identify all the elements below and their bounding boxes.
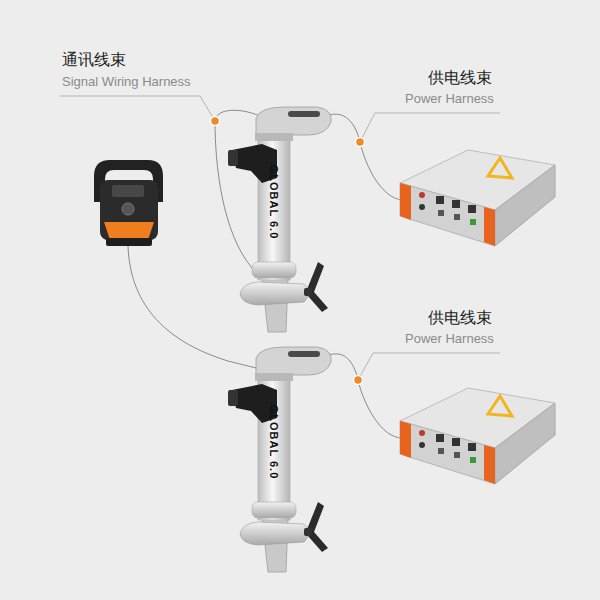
signal-wire	[215, 110, 260, 268]
power-wire	[322, 114, 402, 200]
outboard-motor	[228, 347, 331, 572]
model-name: GLOBAL 6.0	[268, 405, 280, 480]
leader-line	[60, 96, 215, 121]
motor-shaft-label: GLOBAL 6.0	[259, 386, 289, 498]
remote-base	[106, 238, 152, 246]
callout-subtitle: Power Harness	[405, 331, 494, 347]
callout-subtitle: Power Harness	[405, 91, 494, 107]
model-name: GLOBAL 6.0	[268, 165, 280, 240]
callout-dot	[356, 138, 365, 147]
remote-display	[112, 185, 144, 197]
callout-subtitle: Signal Wiring Harness	[62, 74, 191, 90]
callout-dot	[354, 376, 363, 385]
callout-dot	[211, 117, 220, 126]
remote-body	[100, 180, 158, 240]
callout-title: 供电线束	[428, 308, 492, 327]
callout-title: 供电线束	[428, 68, 492, 87]
signal-wire	[128, 246, 256, 368]
leader-line	[358, 353, 500, 380]
remote-panel	[104, 222, 154, 240]
remote-knob	[122, 203, 134, 215]
battery-box	[400, 388, 555, 484]
power-wire	[322, 354, 402, 438]
motor-shaft-label: GLOBAL 6.0	[259, 146, 289, 258]
leader-line	[360, 113, 500, 142]
outboard-motor	[228, 107, 331, 332]
battery-box	[400, 150, 555, 246]
remote-throttle	[94, 160, 163, 246]
callout-title: 通讯线束	[62, 50, 126, 69]
